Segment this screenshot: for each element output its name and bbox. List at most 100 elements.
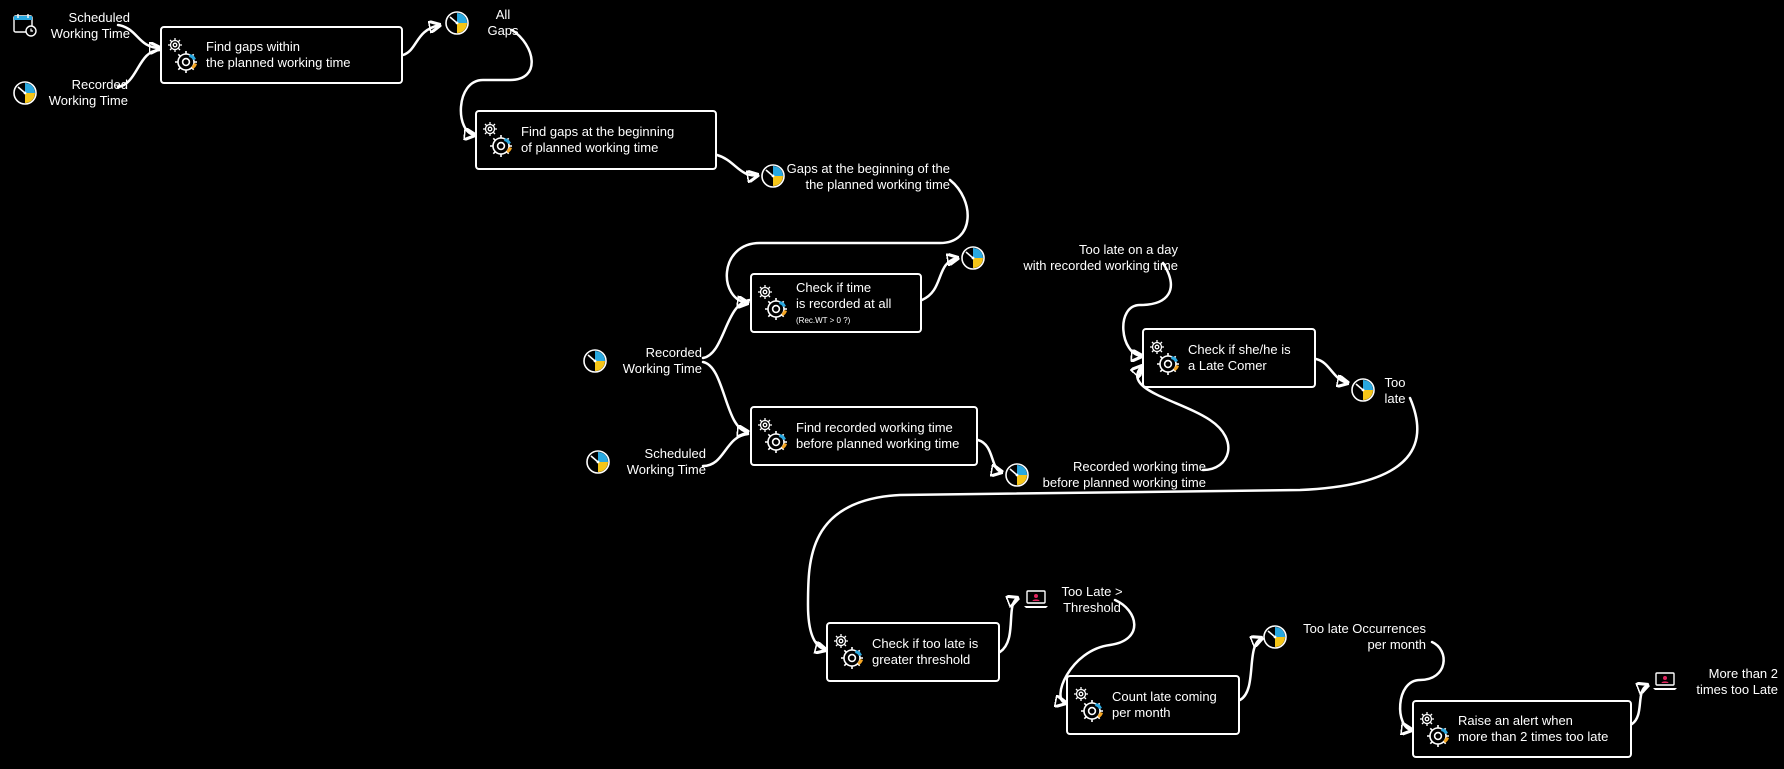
label-line: Threshold (1063, 600, 1121, 615)
label-line: Gaps (487, 23, 519, 38)
connector (1399, 640, 1445, 730)
box-line: the planned working time (206, 55, 351, 70)
laptop-icon[interactable] (1652, 668, 1678, 694)
box-line: more than 2 times too late (1458, 729, 1609, 744)
label-line: the planned working time (805, 177, 950, 192)
clock-icon[interactable] (1262, 624, 1288, 650)
gear-icon (481, 120, 517, 160)
label-line: times too Late (1696, 682, 1778, 697)
connector (116, 23, 160, 48)
connector (701, 360, 748, 432)
label-line: More than 2 (1708, 666, 1778, 681)
clock-icon[interactable] (12, 80, 38, 106)
box-line: Count late coming (1112, 689, 1217, 704)
connector (806, 396, 1419, 650)
box-line: Find recorded working time (796, 420, 953, 435)
box-line: a Late Comer (1188, 358, 1267, 373)
box-note: (Rec.WT > 0 ?) (796, 316, 851, 325)
connector (976, 438, 1002, 472)
clock-icon[interactable] (444, 10, 470, 36)
connector (1122, 261, 1173, 356)
box-line: Check if she/he is (1188, 342, 1291, 357)
label-line: Scheduled (644, 446, 706, 461)
connector (1630, 685, 1648, 726)
connector (1137, 366, 1230, 472)
gear-icon (756, 416, 792, 456)
connector (1238, 638, 1262, 702)
box-line: greater threshold (872, 652, 971, 667)
label-line: before planned working time (1042, 475, 1206, 490)
label-line: Recorded (71, 77, 128, 92)
label-line: Working Time (50, 26, 130, 41)
box-line: per month (1112, 705, 1171, 720)
clock-icon[interactable] (1004, 462, 1030, 488)
connector (701, 298, 752, 360)
label-line: Scheduled (68, 10, 130, 25)
label-line: Recorded (645, 345, 702, 360)
label-too-late-threshold: Too Late >Threshold (1052, 584, 1132, 616)
clock-icon[interactable] (1350, 377, 1376, 403)
box-line: is recorded at all (796, 296, 892, 311)
label-line: Too late on a day (1078, 242, 1178, 257)
gear-icon (832, 632, 868, 672)
label-line: per month (1367, 637, 1426, 652)
connector (920, 258, 958, 302)
clock-icon[interactable] (585, 449, 611, 475)
gear-icon (166, 36, 202, 76)
label-line: Too (1384, 375, 1406, 390)
clock-icon[interactable] (960, 245, 986, 271)
connector (725, 178, 969, 303)
box-line: Check if too late is (872, 636, 979, 651)
box-line: Find gaps within (206, 39, 300, 54)
clock-icon[interactable] (760, 163, 786, 189)
label-line: Working Time (622, 361, 702, 376)
gear-icon (1072, 685, 1108, 725)
label-line: All (495, 7, 511, 22)
connector (116, 48, 162, 89)
clock-icon[interactable] (582, 348, 608, 374)
label-line: Working Time (48, 93, 128, 108)
calendar-icon[interactable] (12, 12, 38, 38)
label-line: Recorded working time (1073, 459, 1206, 474)
connector (998, 598, 1018, 654)
label-line: with recorded working time (1023, 258, 1178, 273)
laptop-icon[interactable] (1023, 586, 1049, 612)
connector (701, 432, 750, 468)
box-line: before planned working time (796, 436, 960, 451)
connector (1060, 598, 1136, 703)
connector (715, 153, 758, 175)
connector (459, 28, 533, 135)
label-line: Too late Occurrences (1303, 621, 1426, 636)
connector (1314, 357, 1348, 383)
gear-icon (1418, 710, 1454, 750)
box-line: Find gaps at the beginning (521, 124, 675, 139)
label-line: Gaps at the beginning of the (786, 161, 950, 176)
box-line: of planned working time (521, 140, 659, 155)
box-line: Raise an alert when (1458, 713, 1573, 728)
label-line: late (1384, 391, 1406, 406)
label-line: Too Late > (1061, 584, 1123, 599)
box-line: Check if time (796, 280, 872, 295)
label-line: Working Time (626, 462, 706, 477)
gear-icon (1148, 338, 1184, 378)
